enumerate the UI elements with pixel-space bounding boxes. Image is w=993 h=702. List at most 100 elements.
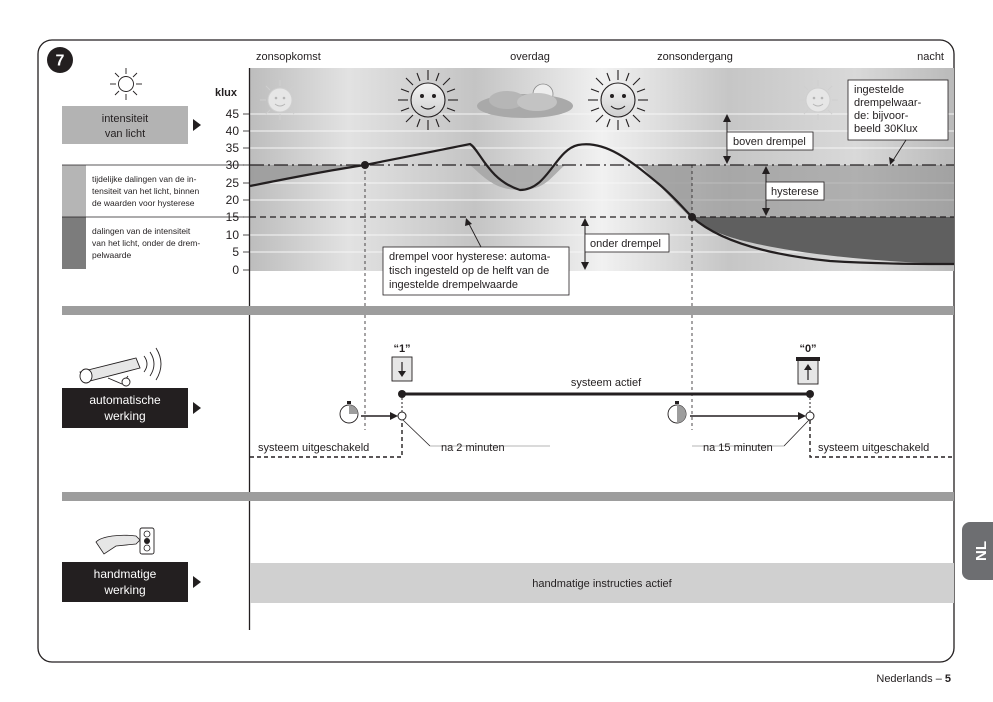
figure-number: 7 <box>56 53 65 70</box>
y-tick-0: 0 <box>232 263 239 277</box>
command-on-label: “1” <box>393 343 410 355</box>
sun-strong-icon-2 <box>588 70 648 130</box>
light-intensity-curve <box>249 142 955 266</box>
timer-on-icon <box>339 401 359 424</box>
set-threshold-line1: ingestelde <box>854 84 904 96</box>
legend-temporary-1: tijdelijke dalingen van de in- <box>92 174 197 184</box>
cloud-sun-icon <box>477 83 573 118</box>
command-on-icon <box>391 356 413 382</box>
system-disabled-label-left: systeem uitgeschakeld <box>258 442 369 454</box>
area-temporary-dip-sunrise <box>250 165 365 186</box>
manual-active-bar <box>250 563 954 603</box>
figure-number-badge <box>47 47 73 73</box>
delay-on-arrowhead <box>390 412 398 420</box>
legend-swatch-below <box>62 217 86 269</box>
y-tick-45: 45 <box>226 107 240 121</box>
label-sunset: zonsondergang <box>657 51 733 63</box>
hysteresis-threshold-line1: drempel voor hysterese: automa- <box>389 251 551 263</box>
y-axis-labels: 45 40 35 30 25 20 15 10 5 0 <box>226 107 240 277</box>
y-tick-40: 40 <box>226 124 240 138</box>
light-label-line2: van licht <box>105 128 145 140</box>
switch-off-point <box>805 411 815 421</box>
manual-arrow-icon <box>193 576 201 588</box>
delay-on-label: na 2 minuten <box>441 442 505 454</box>
label-night: nacht <box>917 51 944 63</box>
language-tab-label: NL <box>973 541 990 561</box>
y-axis-ticks <box>243 113 249 271</box>
delay-on-pointer <box>402 419 431 447</box>
hysteresis-label: hysterese <box>771 186 819 198</box>
sun-weak-icon <box>260 80 300 120</box>
switch-on-point <box>397 411 407 421</box>
legend-swatch-temporary <box>62 165 86 217</box>
section-divider-1 <box>62 306 954 315</box>
auto-label-line1: automatische <box>89 393 161 407</box>
set-threshold-pointer <box>891 139 907 163</box>
sensor-remote-icon <box>79 347 162 387</box>
auto-arrow-icon <box>193 402 201 414</box>
y-tick-20: 20 <box>226 193 240 207</box>
hysteresis-threshold-arrowhead <box>465 218 472 226</box>
legend-below-1: dalingen van de intensiteit <box>92 226 191 236</box>
auto-label-box <box>62 388 188 428</box>
hand-keypad-icon <box>95 527 155 555</box>
legend-below-3: pelwaarde <box>92 250 131 260</box>
manual-label-line2: werking <box>103 583 145 597</box>
manual-label-box <box>62 562 188 602</box>
hysteresis-threshold-callout <box>382 246 570 296</box>
hysteresis-threshold-line2: tisch ingesteld op de helft van de <box>389 265 549 277</box>
timer-off-icon <box>667 401 687 424</box>
sun-weak-icon-2 <box>798 80 838 120</box>
below-threshold-label: onder drempel <box>590 238 661 250</box>
system-active-start <box>398 390 406 398</box>
command-off-icon <box>796 357 820 385</box>
delay-off-label: na 15 minuten <box>703 442 773 454</box>
below-threshold-label-box <box>584 233 670 253</box>
area-below-threshold <box>692 217 954 264</box>
y-tick-35: 35 <box>226 141 240 155</box>
set-threshold-arrowhead <box>889 157 895 165</box>
label-sunrise: zonsopkomst <box>256 51 321 63</box>
above-threshold-label-box <box>726 131 814 151</box>
light-label-line1: intensiteit <box>102 113 148 125</box>
y-tick-25: 25 <box>226 176 240 190</box>
system-disabled-label-right: systeem uitgeschakeld <box>818 442 929 454</box>
manual-active-label: handmatige instructies actief <box>532 578 672 590</box>
legend-below-2: van het licht, onder de drem- <box>92 238 200 248</box>
y-tick-10: 10 <box>226 228 240 242</box>
footer-language: Nederlands – <box>876 673 945 685</box>
sun-strong-icon <box>398 70 458 130</box>
hysteresis-threshold-line3: ingestelde drempelwaarde <box>389 279 518 291</box>
hysteresis-label-box <box>765 181 825 201</box>
language-tab <box>962 522 993 580</box>
crossing-point-off <box>688 213 696 221</box>
footer-page-label: Nederlands – 5 <box>876 673 951 685</box>
set-threshold-line2: drempelwaar- <box>854 97 922 109</box>
delay-off-pointer <box>783 419 810 447</box>
manual-label-line1: handmatige <box>94 567 157 581</box>
shaded-areas <box>250 165 954 264</box>
area-temporary-dip-day <box>470 165 565 190</box>
system-disabled-line-left <box>250 420 403 458</box>
y-axis-unit: klux <box>215 87 238 99</box>
set-threshold-line3: de: bijvoor- <box>854 110 909 122</box>
figure-frame <box>37 39 955 663</box>
legend-temporary-2: tensiteit van het licht, binnen <box>92 186 200 196</box>
light-arrow-icon <box>193 119 201 131</box>
label-daytime: overdag <box>510 51 550 63</box>
command-off-label: “0” <box>799 343 816 355</box>
auto-label-line2: werking <box>103 409 145 423</box>
y-tick-5: 5 <box>232 245 239 259</box>
set-threshold-callout <box>847 79 949 141</box>
system-disabled-line-right <box>809 420 954 458</box>
system-active-end <box>806 390 814 398</box>
delay-off-arrowhead <box>798 412 806 420</box>
light-sun-icon <box>110 68 142 100</box>
system-active-label: systeem actief <box>571 377 642 389</box>
above-threshold-label: boven drempel <box>733 136 806 148</box>
light-label-box <box>62 106 188 144</box>
footer-page-number: 5 <box>945 673 951 685</box>
hysteresis-threshold-pointer <box>467 221 482 248</box>
set-threshold-line4: beeld 30Klux <box>854 123 918 135</box>
